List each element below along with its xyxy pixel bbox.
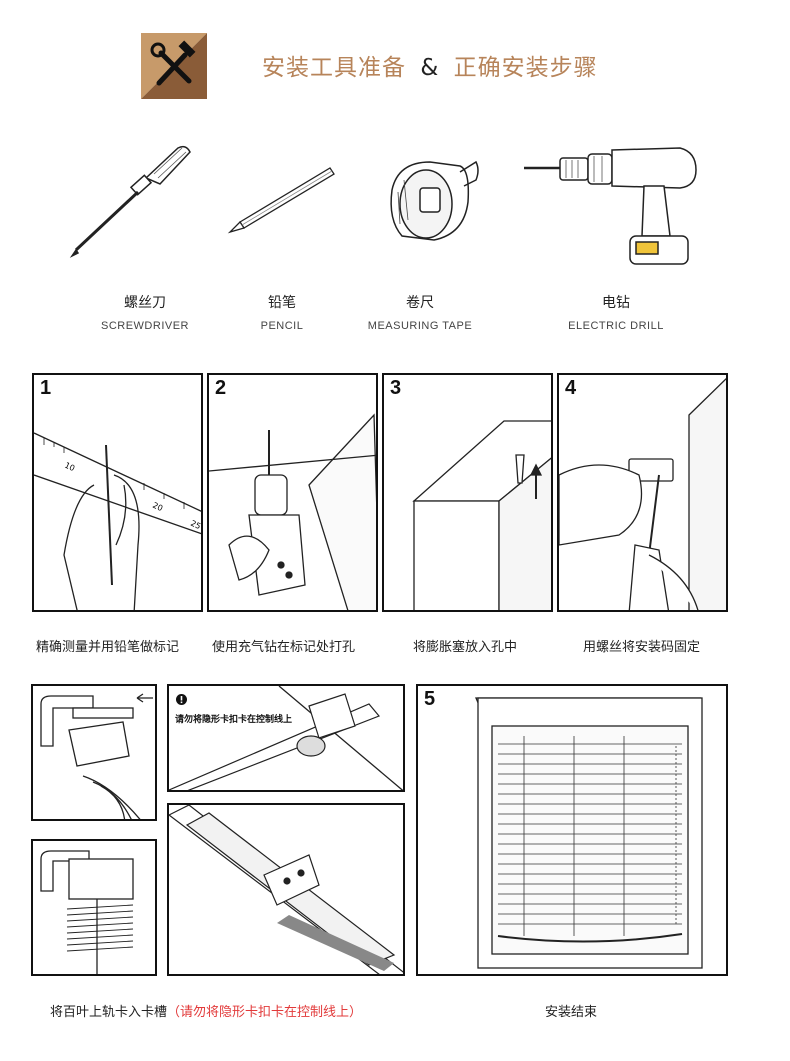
step-3-panel: 3	[382, 373, 553, 612]
step-5-caption: 安装结束	[545, 1005, 598, 1020]
tape-measure-icon	[390, 160, 479, 241]
screwdriver-illustration	[60, 140, 200, 260]
rail-warning-panel: 请勿将隐形卡扣卡在控制线上	[167, 684, 405, 792]
finished-blind-illustration	[475, 697, 703, 969]
electric-drill-illustration	[520, 140, 710, 270]
tape-measure-illustration	[378, 150, 488, 250]
pencil-icon	[227, 167, 335, 234]
measure-mark-illustration: 10 20 25	[34, 432, 202, 610]
step-number: 4	[565, 377, 577, 399]
step-2-caption: 使用充气钻在标记处打孔	[212, 640, 356, 655]
warning-icon	[176, 694, 187, 705]
rail-caption-note: （请勿将隐形卡扣卡在控制线上）	[167, 1005, 363, 1020]
rail-clip-illustration	[169, 686, 403, 790]
tool-label-zh-tape: 卷尺	[406, 295, 434, 311]
title-part1: 安装工具准备	[262, 55, 406, 81]
ruler-mark-20: 20	[151, 501, 164, 513]
anchor-insert-illustration	[412, 420, 551, 610]
ruler-mark-10: 10	[63, 461, 76, 473]
rail-bracket-detail-bottom	[31, 839, 157, 976]
warning-text: 请勿将隐形卡扣卡在控制线上	[175, 715, 293, 725]
step-number: 1	[40, 377, 52, 399]
title-amp: &	[420, 55, 440, 81]
step-4-panel: 4	[557, 373, 728, 612]
step-number: 5	[424, 688, 436, 710]
screwdriver-icon	[69, 145, 191, 258]
tool-label-en-drill: ELECTRIC DRILL	[568, 320, 664, 332]
rail-track-illustration	[169, 805, 403, 974]
ruler-mark-25: 25	[189, 519, 202, 531]
tool-label-en-screwdriver: SCREWDRIVER	[100, 320, 189, 332]
title-part2: 正确安装步骤	[453, 55, 598, 81]
step-4-caption: 用螺丝将安装码固定	[583, 640, 701, 655]
step-1-caption: 精确测量并用铅笔做标记	[36, 640, 180, 655]
drill-icon	[524, 147, 697, 265]
tool-label-zh-pencil: 铅笔	[268, 295, 296, 311]
bracket-closed-illustration	[40, 850, 134, 974]
step-5-panel: 5	[416, 684, 728, 976]
step-2-panel: 2	[207, 373, 378, 612]
rail-caption: 将百叶上轨卡入卡槽（请勿将隐形卡扣卡在控制线上）	[50, 1001, 362, 1020]
tools-logo	[141, 33, 207, 99]
rail-track-panel	[167, 803, 405, 976]
tool-label-en-pencil: PENCIL	[260, 320, 304, 332]
step-1-panel: 1 10 20 25	[32, 373, 203, 612]
rail-bracket-detail-top	[31, 684, 157, 821]
tool-label-en-tape: MEASURING TAPE	[367, 320, 473, 332]
tools-icon	[141, 33, 207, 99]
step-number: 3	[390, 377, 402, 399]
tool-label-zh-screwdriver: 螺丝刀	[124, 295, 166, 311]
tool-label-zh-drill: 电钻	[602, 295, 630, 311]
drilling-illustration	[209, 413, 376, 610]
step-number: 2	[215, 377, 227, 399]
step-3-caption: 将膨胀塞放入孔中	[413, 640, 518, 655]
pencil-illustration	[220, 160, 340, 240]
rail-caption-main: 将百叶上轨卡入卡槽	[50, 1005, 168, 1020]
screw-bracket-illustration	[559, 377, 726, 610]
page-title: 安装工具准备 & 正确安装步骤	[262, 48, 598, 82]
bracket-clip-illustration	[40, 693, 153, 819]
